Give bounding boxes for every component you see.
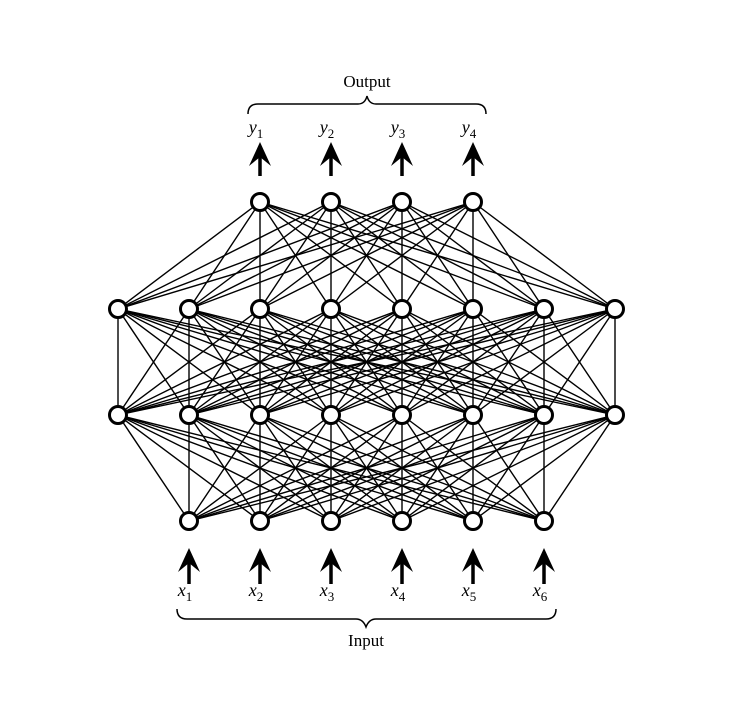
input-neuron xyxy=(179,511,199,531)
output-arrow-icon xyxy=(249,142,271,176)
output-neuron xyxy=(250,192,270,212)
input-neuron xyxy=(250,511,270,531)
output-label: y1 xyxy=(247,117,264,141)
input-arrow-icon xyxy=(533,548,555,584)
input-neuron xyxy=(321,511,341,531)
connection xyxy=(117,414,190,522)
connection xyxy=(401,414,545,522)
hidden-1-neuron xyxy=(463,405,483,425)
input-label: x1 xyxy=(177,580,193,604)
output-label: y3 xyxy=(389,117,406,141)
connection xyxy=(259,201,474,310)
input-arrow-icon xyxy=(391,548,413,584)
connection xyxy=(330,414,545,522)
connection xyxy=(117,414,332,522)
output-neuron xyxy=(392,192,412,212)
hidden-1-neuron xyxy=(392,405,412,425)
connection xyxy=(117,414,545,522)
hidden-2-neuron xyxy=(250,299,270,319)
connection xyxy=(259,414,545,522)
connection xyxy=(330,201,616,310)
output-arrow-icon xyxy=(320,142,342,176)
connection xyxy=(117,414,474,522)
input-label: x2 xyxy=(248,580,264,604)
connection xyxy=(259,201,616,310)
connection xyxy=(259,201,545,310)
connection xyxy=(401,201,616,310)
connection xyxy=(117,308,616,416)
connection xyxy=(117,308,261,416)
connection xyxy=(401,308,616,416)
output-brace xyxy=(247,95,487,115)
connection xyxy=(259,201,332,310)
connection xyxy=(117,308,190,416)
connection xyxy=(117,308,332,416)
io-arrows xyxy=(178,142,555,584)
output-neuron xyxy=(321,192,341,212)
hidden-2-neuron xyxy=(179,299,199,319)
input-label: x4 xyxy=(390,580,406,604)
hidden-2-neuron xyxy=(108,299,128,319)
input-label: x5 xyxy=(461,580,477,604)
io-labels: y1 y2 y3 y4 x1 x2 x3 x4 x5 x6 xyxy=(177,117,548,604)
output-title: Output xyxy=(343,72,391,91)
hidden-1-neuron xyxy=(108,405,128,425)
connection xyxy=(188,201,261,310)
connection xyxy=(472,201,616,310)
output-label: y2 xyxy=(318,117,335,141)
input-brace xyxy=(176,608,557,630)
connection xyxy=(472,414,545,522)
hidden-1-neuron xyxy=(321,405,341,425)
hidden-2-neuron xyxy=(392,299,412,319)
connection xyxy=(543,414,616,522)
connection xyxy=(259,308,616,416)
output-arrow-icon xyxy=(391,142,413,176)
connection xyxy=(117,414,261,522)
input-neuron xyxy=(463,511,483,531)
hidden-1-neuron xyxy=(605,405,625,425)
connection xyxy=(117,308,403,416)
input-neuron xyxy=(392,511,412,531)
input-arrow-icon xyxy=(178,548,200,584)
connection xyxy=(188,308,616,416)
output-label: y4 xyxy=(460,117,477,141)
connection xyxy=(117,201,261,310)
hidden-1-neuron xyxy=(534,405,554,425)
hidden-2-neuron xyxy=(463,299,483,319)
hidden-2-neuron xyxy=(534,299,554,319)
neurons xyxy=(108,192,625,531)
hidden-2-neuron xyxy=(605,299,625,319)
connection xyxy=(543,308,616,416)
connection xyxy=(330,308,616,416)
connection xyxy=(117,308,474,416)
hidden-1-neuron xyxy=(179,405,199,425)
input-label: x3 xyxy=(319,580,335,604)
connection xyxy=(259,201,403,310)
hidden-1-neuron xyxy=(250,405,270,425)
input-arrow-icon xyxy=(320,548,342,584)
hidden-2-neuron xyxy=(321,299,341,319)
input-label: x6 xyxy=(532,580,548,604)
output-arrow-icon xyxy=(462,142,484,176)
connection xyxy=(117,308,545,416)
connection xyxy=(117,414,403,522)
connections xyxy=(117,201,616,522)
connection xyxy=(188,414,545,522)
input-neuron xyxy=(534,511,554,531)
input-arrow-icon xyxy=(249,548,271,584)
connection xyxy=(472,308,616,416)
output-neuron xyxy=(463,192,483,212)
input-title: Input xyxy=(348,631,384,650)
input-arrow-icon xyxy=(462,548,484,584)
